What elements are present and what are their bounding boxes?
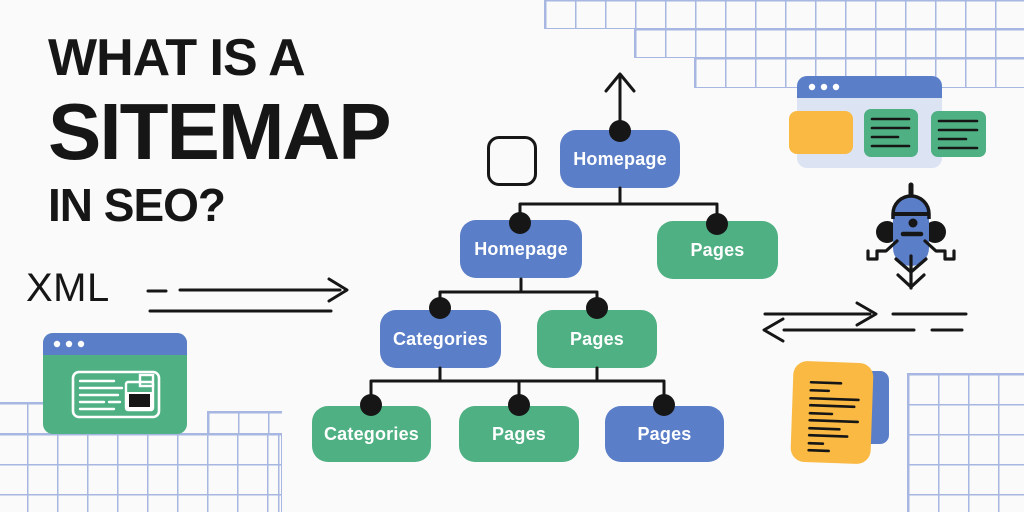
left-arrow-head xyxy=(762,317,785,343)
card-outline xyxy=(71,370,161,419)
xml-label: XML xyxy=(26,266,110,310)
title-line-1: WHAT IS A xyxy=(48,29,306,87)
browser-window-icon xyxy=(789,76,986,168)
tree-node-label: Categories xyxy=(392,328,489,349)
connector-l3-l4 xyxy=(369,366,666,402)
xml-right-arrow-head xyxy=(327,277,349,303)
tree-node-root-homepage: Homepage xyxy=(560,130,680,188)
green-text-block xyxy=(864,109,918,157)
tree-node-l2-pages: Pages xyxy=(657,221,778,279)
tree-node-l2-homepage: Homepage xyxy=(460,220,582,278)
connector-l2-l3 xyxy=(438,277,599,306)
tree-node-label: Homepage xyxy=(573,148,667,169)
document-front-page xyxy=(790,361,874,464)
green-text-block xyxy=(931,111,986,157)
grid-pattern-bottom-right xyxy=(907,373,1024,512)
grid-pattern-bottom-left xyxy=(0,433,282,512)
page-title: WHAT IS A SITEMAP IN SEO? xyxy=(48,29,392,231)
robot-crawler-icon xyxy=(866,182,956,290)
right-arrow-head xyxy=(855,301,878,327)
window-dots xyxy=(808,83,840,91)
window-dots xyxy=(53,340,85,348)
tree-node-l4-categories: Categories xyxy=(312,406,431,462)
tree-node-label: Pages xyxy=(637,423,692,444)
grid-pattern-top-right-row1 xyxy=(544,0,1024,29)
up-arrow-head xyxy=(604,72,636,93)
grid-pattern-bottom-left-step2 xyxy=(207,411,282,433)
tree-node-l3-pages: Pages xyxy=(537,310,657,368)
document-icon xyxy=(790,361,889,464)
file-black-block xyxy=(127,392,152,409)
tree-node-label: Homepage xyxy=(474,238,568,259)
document-text-lines xyxy=(807,380,860,453)
title-line-2: SITEMAP xyxy=(48,87,392,176)
file-body xyxy=(124,380,155,412)
tree-node-l3-categories: Categories xyxy=(380,310,501,368)
yellow-block xyxy=(789,111,853,154)
browser-window-green-icon xyxy=(43,333,187,434)
tree-node-label: Pages xyxy=(491,423,547,444)
tree-node-label: Pages xyxy=(690,239,745,260)
file-tab xyxy=(138,373,155,388)
connector-l1-l2 xyxy=(518,186,719,220)
tree-node-label: Categories xyxy=(323,423,420,444)
tree-node-l4-pages: Pages xyxy=(459,406,579,462)
tree-node-label: Pages xyxy=(569,328,625,349)
title-line-3: IN SEO? xyxy=(48,179,226,231)
rounded-square-outline-icon xyxy=(487,136,537,186)
tree-node-l4-pages-blue: Pages xyxy=(605,406,724,462)
grid-pattern-top-right-row2 xyxy=(634,29,1024,58)
